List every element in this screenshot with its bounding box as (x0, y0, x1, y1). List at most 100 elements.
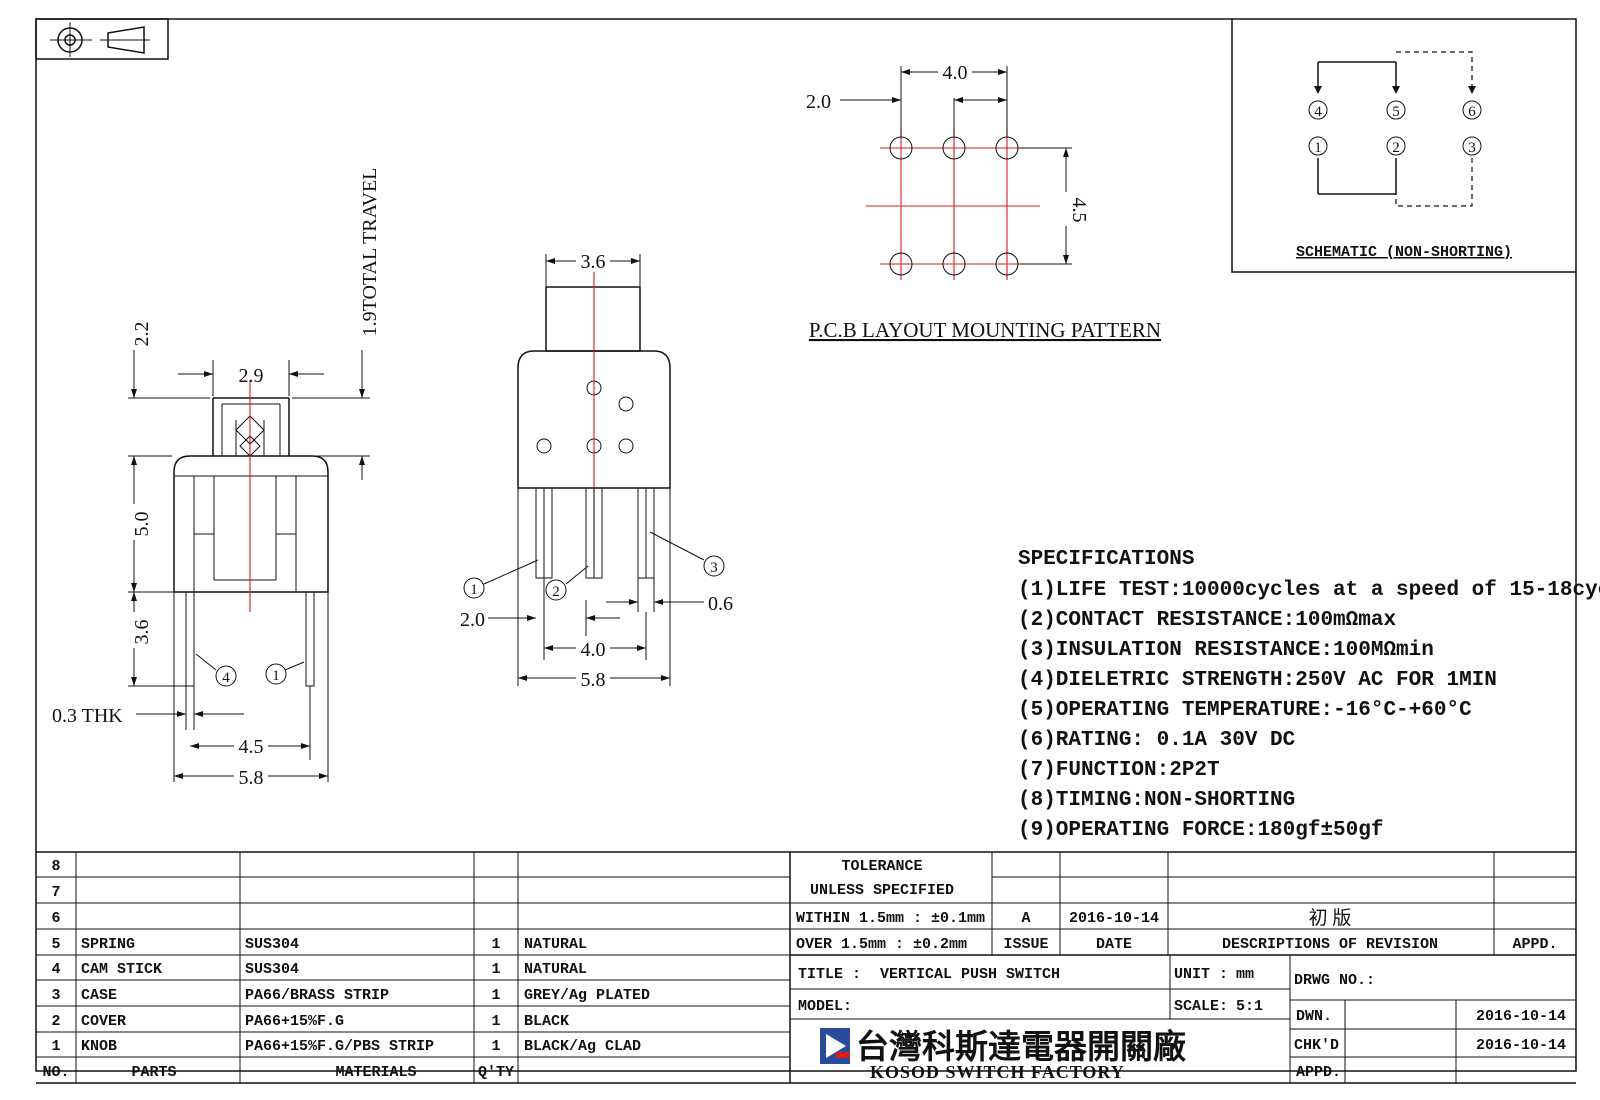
scale-value: 5:1 (1236, 998, 1263, 1015)
svg-text:3: 3 (710, 560, 718, 576)
svg-text:4: 4 (51, 961, 60, 978)
svg-text:CAM STICK: CAM STICK (81, 961, 162, 978)
svg-text:1: 1 (491, 987, 500, 1004)
bom-row: 1 KNOB PA66+15%F.G/PBS STRIP 1 BLACK/Ag … (51, 1038, 641, 1055)
pcb-dim-pitch: 4.0 (943, 62, 968, 84)
spec-item: (4)DIELETRIC STRENGTH:250V AC FOR 1MIN (1018, 669, 1497, 692)
front-dim-body-width: 5.8 (581, 669, 606, 691)
revision-description: 初 版 (1309, 907, 1352, 929)
revision-header-appd: APPD. (1512, 936, 1557, 953)
svg-text:CASE: CASE (81, 987, 117, 1004)
dwn-date: 2016-10-14 (1476, 1008, 1566, 1025)
side-dim-total-travel: 1.9TOTAL TRAVEL (359, 168, 381, 337)
bom-header: NO. PARTS MATERIALS Q'TY (42, 1064, 514, 1081)
schematic-pin-2: 2 (1386, 136, 1406, 156)
svg-text:1: 1 (491, 1038, 500, 1055)
spec-item: (7)FUNCTION:2P2T (1018, 759, 1220, 782)
title-label: TITLE : (798, 966, 861, 983)
revision-header-issue: ISSUE (1003, 936, 1048, 953)
schematic-pin-5: 5 (1386, 100, 1406, 120)
bom-row: 7 (51, 884, 60, 901)
spec-item: (3)INSULATION RESISTANCE:100MΩmin (1018, 639, 1434, 662)
revision-issue: A (1021, 910, 1030, 927)
front-pin-callout-2: 2 (545, 579, 567, 601)
tolerance-subtitle: UNLESS SPECIFIED (810, 882, 954, 899)
spec-item: (9)OPERATING FORCE:180gf±50gf (1018, 819, 1383, 842)
title-block: TITLE : VERTICAL PUSH SWITCH UNIT : mm M… (790, 954, 1576, 1083)
svg-text:MATERIALS: MATERIALS (335, 1064, 416, 1081)
svg-text:6: 6 (1468, 104, 1476, 120)
svg-text:4: 4 (222, 670, 230, 686)
svg-text:3: 3 (1468, 140, 1476, 156)
revision-header-date: DATE (1096, 936, 1132, 953)
chkd-label: CHK'D (1294, 1037, 1339, 1054)
side-dim-body-width: 5.8 (239, 767, 264, 789)
side-pin-callout-1: 1 (265, 663, 287, 685)
side-dim-body-height: 5.0 (131, 512, 153, 537)
svg-text:3: 3 (51, 987, 60, 1004)
svg-text:2: 2 (552, 584, 560, 600)
tolerance-over: OVER 1.5mm : ±0.2mm (796, 936, 967, 953)
pcb-hole (942, 252, 966, 276)
revision-date: 2016-10-14 (1069, 910, 1159, 927)
side-dim-knob-height: 2.2 (131, 322, 153, 347)
svg-text:NO.: NO. (42, 1064, 69, 1081)
svg-text:KNOB: KNOB (81, 1038, 117, 1055)
spec-item: (5)OPERATING TEMPERATURE:-16°C-+60°C (1018, 699, 1472, 722)
svg-text:2: 2 (51, 1013, 60, 1030)
svg-text:NATURAL: NATURAL (524, 961, 587, 978)
schematic-title: SCHEMATIC (NON-SHORTING) (1296, 244, 1512, 261)
pcb-hole (995, 252, 1019, 276)
svg-text:COVER: COVER (81, 1013, 126, 1030)
svg-text:1: 1 (470, 582, 478, 598)
unit-value: mm (1236, 966, 1254, 983)
front-dim-pin-offset: 2.0 (460, 609, 485, 631)
svg-text:6: 6 (51, 910, 60, 927)
projection-symbol-icon (35, 18, 169, 60)
svg-text:BLACK: BLACK (524, 1013, 569, 1030)
front-pin-callout-3: 3 (703, 555, 725, 577)
schematic-pin-4: 4 (1308, 100, 1328, 120)
front-dim-knob-width: 3.6 (581, 251, 606, 273)
svg-text:PA66+15%F.G: PA66+15%F.G (245, 1013, 344, 1030)
svg-text:1: 1 (272, 668, 280, 684)
spec-item: (2)CONTACT RESISTANCE:100mΩmax (1018, 609, 1396, 632)
side-pin-callout-4: 4 (215, 665, 237, 687)
bom-row: 2 COVER PA66+15%F.G 1 BLACK (51, 1013, 569, 1030)
svg-text:4: 4 (1314, 104, 1322, 120)
spec-item: (1)LIFE TEST:10000cycles at a speed of 1… (1018, 579, 1600, 602)
tolerance-block: TOLERANCE UNLESS SPECIFIED WITHIN 1.5mm … (790, 852, 1576, 955)
svg-text:1: 1 (51, 1038, 60, 1055)
company-logo-icon (820, 1028, 850, 1064)
company-name-en: KOSOD SWITCH FACTORY (870, 1062, 1125, 1082)
svg-text:GREY/Ag PLATED: GREY/Ag PLATED (524, 987, 650, 1004)
svg-text:Q'TY: Q'TY (478, 1064, 514, 1081)
dwn-label: DWN. (1296, 1008, 1332, 1025)
svg-text:BLACK/Ag CLAD: BLACK/Ag CLAD (524, 1038, 641, 1055)
svg-text:8: 8 (51, 858, 60, 875)
side-dim-pin-spacing: 4.5 (239, 736, 264, 758)
bom-row: 4 CAM STICK SUS304 1 NATURAL (51, 961, 587, 978)
svg-text:1: 1 (491, 936, 500, 953)
front-dim-pin-width: 0.6 (708, 593, 733, 615)
svg-text:5: 5 (51, 936, 60, 953)
svg-text:PA66/BRASS STRIP: PA66/BRASS STRIP (245, 987, 389, 1004)
specifications-heading: SPECIFICATIONS (1018, 548, 1194, 571)
spec-item: (6)RATING: 0.1A 30V DC (1018, 729, 1296, 752)
bom-row: 5 SPRING SUS304 1 NATURAL (51, 936, 587, 953)
svg-text:1: 1 (1314, 140, 1322, 156)
appd-label: APPD. (1296, 1064, 1341, 1081)
svg-text:1: 1 (491, 1013, 500, 1030)
front-dim-pin-span: 4.0 (581, 639, 606, 661)
svg-text:SUS304: SUS304 (245, 961, 299, 978)
svg-text:SUS304: SUS304 (245, 936, 299, 953)
pcb-layout: 4.0 2.0 4.5 P.C.B LAYOUT MOUNTING PATTER… (806, 60, 1161, 342)
revision-header-desc: DESCRIPTIONS OF REVISION (1222, 936, 1438, 953)
pcb-hole (889, 252, 913, 276)
scale-label: SCALE: (1174, 998, 1228, 1015)
svg-text:2: 2 (1392, 140, 1400, 156)
svg-text:NATURAL: NATURAL (524, 936, 587, 953)
svg-text:SPRING: SPRING (81, 936, 135, 953)
front-view-drawing: 3.6 2.0 0.6 4.0 5.8 1 2 3 (460, 249, 733, 691)
